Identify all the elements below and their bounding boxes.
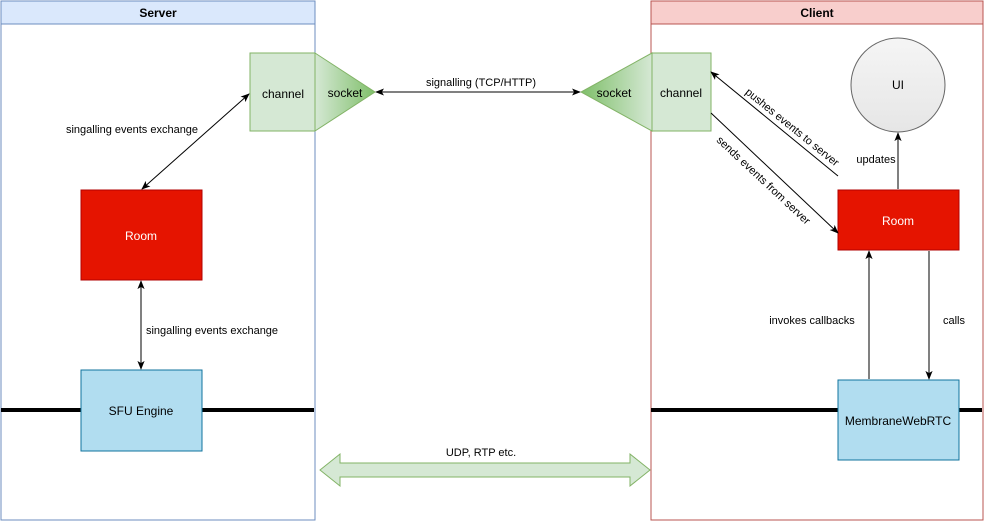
server-lane-title: Server xyxy=(139,6,177,20)
media-link-arrow xyxy=(319,452,651,488)
channel-room-arrow xyxy=(141,93,250,190)
server-channel-label: channel xyxy=(262,87,304,101)
room-sfu-edge-label: singalling events exchange xyxy=(146,325,278,337)
channel-to-room-arrow xyxy=(710,112,839,234)
client-socket-node: socket xyxy=(579,52,653,132)
sfu-engine-label: SFU Engine xyxy=(109,404,174,418)
server-socket-label: socket xyxy=(328,86,363,100)
channel-room-edge-label: singalling events exchange xyxy=(66,124,198,136)
client-lane-header xyxy=(650,0,984,25)
client-channel-node: channel xyxy=(651,52,712,132)
client-lane-title: Client xyxy=(800,6,833,20)
client-room-node: Room xyxy=(837,189,960,251)
server-lane-header xyxy=(0,0,316,25)
server-room-node: Room xyxy=(80,189,203,281)
membrane-webrtc-label: MembraneWebRTC xyxy=(845,414,952,428)
membrane-webrtc-node: MembraneWebRTC xyxy=(837,379,960,461)
media-link-label: UDP, RTP etc. xyxy=(446,447,516,459)
ui-node: UI xyxy=(850,37,946,133)
server-channel-node: channel xyxy=(249,52,316,132)
server-room-label: Room xyxy=(125,229,157,243)
client-channel-label: channel xyxy=(660,86,702,100)
server-socket-node: socket xyxy=(314,52,376,132)
room-to-channel-arrow xyxy=(710,71,839,177)
calls-label: calls xyxy=(943,315,966,327)
client-socket-label: socket xyxy=(597,86,632,100)
sfu-engine-node: SFU Engine xyxy=(80,369,203,452)
updates-label: updates xyxy=(856,154,896,166)
ui-label: UI xyxy=(892,78,904,92)
invokes-callbacks-label: invokes callbacks xyxy=(769,315,855,327)
client-room-label: Room xyxy=(882,214,914,228)
signalling-label: signalling (TCP/HTTP) xyxy=(426,77,536,89)
